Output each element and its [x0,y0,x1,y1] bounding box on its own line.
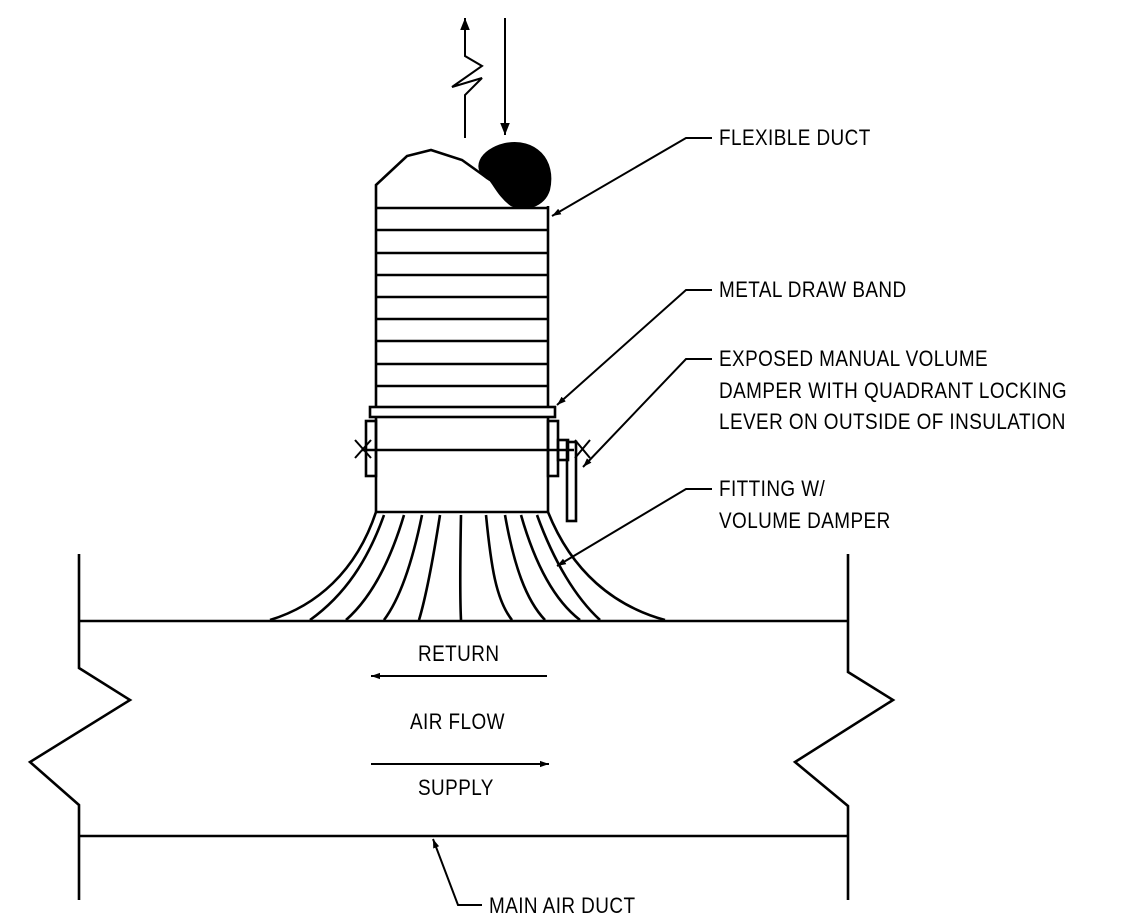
main-duct-right-break [792,554,896,900]
label-main-air-duct: MAIN AIR DUCT [489,893,636,918]
label-air-flow: AIR FLOW [410,709,505,734]
leader-flexible-duct [551,137,712,217]
leader-damper [582,358,712,468]
collar-right-bracket [546,419,560,478]
label-damper-line-2: DAMPER WITH QUADRANT LOCKING [719,378,1068,403]
label-damper-line-1: EXPOSED MANUAL VOLUME [719,346,989,371]
leader-fitting [556,488,712,567]
flexible-duct-corrugations [376,206,548,388]
label-supply: SUPPLY [418,775,494,800]
flexible-duct-outline [374,148,491,406]
label-flexible-duct: FLEXIBLE DUCT [719,125,871,150]
label-metal-draw-band: METAL DRAW BAND [719,277,907,302]
main-duct-left-break [27,554,133,900]
flexible-duct [374,142,552,406]
label-return: RETURN [418,641,500,666]
leaders [432,137,712,906]
label-damper-line-3: LEVER ON OUTSIDE OF INSULATION [719,409,1066,434]
collar-left-bracket [364,419,378,478]
leader-main-air-duct [432,838,482,906]
label-fitting-line-1: FITTING W/ [719,476,826,501]
fitting-damper-blades [309,514,601,622]
label-fitting-line-2: VOLUME DAMPER [719,508,891,533]
fitting-flare [269,511,666,622]
flexible-duct-cut-end [478,142,552,209]
damper-quadrant-lever [354,438,591,523]
up-arrow-squiggle [451,18,484,138]
leader-metal-draw-band [556,289,712,406]
fitting-collar [362,417,574,514]
metal-draw-band [368,405,557,419]
main-air-duct [27,554,896,900]
airflow-arrows-top [451,18,510,138]
